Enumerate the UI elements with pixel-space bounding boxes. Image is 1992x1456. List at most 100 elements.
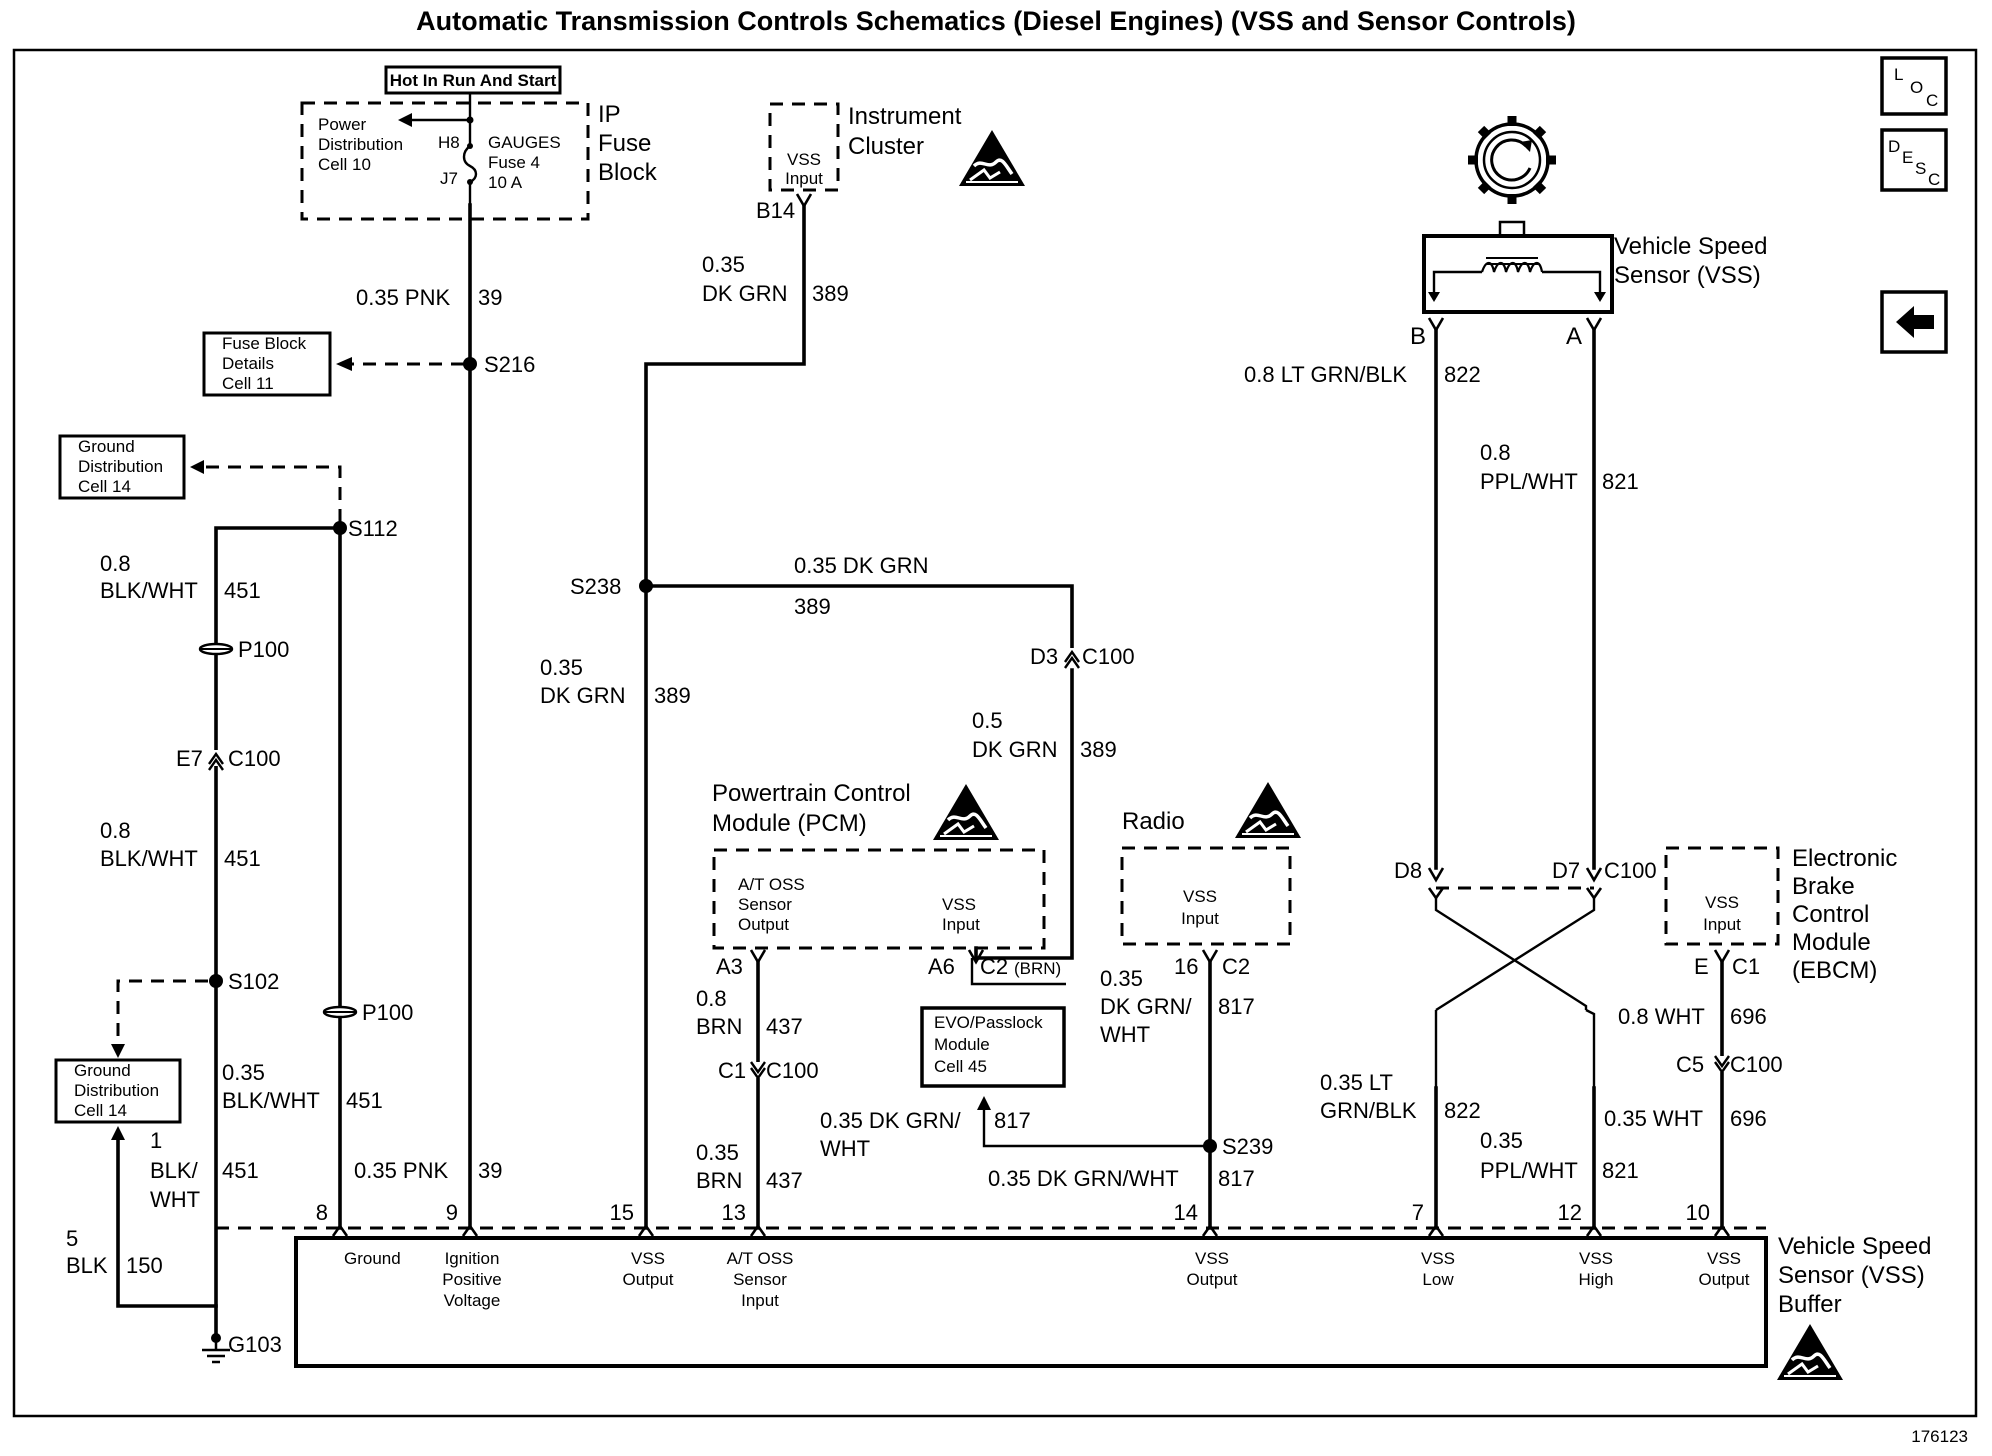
wire-ppl-top-size: 0.8 <box>1480 440 1511 465</box>
p100-top-connector <box>198 642 234 656</box>
pin-c5-label: C5 <box>1676 1052 1704 1077</box>
wire-blkwht-4-color1: BLK/ <box>150 1158 199 1183</box>
svg-text:Details: Details <box>222 354 274 373</box>
fuse-block-details-ref[interactable]: Fuse Block Details Cell 11 <box>202 331 332 397</box>
ebcm-input-label: Input <box>1703 915 1741 934</box>
wire-blk-150-color: BLK <box>66 1253 108 1278</box>
svg-text:Fuse Block: Fuse Block <box>222 334 307 353</box>
p100-top-label: P100 <box>238 637 289 662</box>
instrument-cluster-name-1: Instrument <box>848 103 962 130</box>
splice-s102 <box>209 974 223 988</box>
ebcm-name-2: Brake <box>1792 873 1855 900</box>
wire-dkgrnwht-buf-gauge: 0.35 DK GRN/WHT <box>988 1166 1179 1191</box>
cluster-input-label: Input <box>785 169 823 188</box>
arrow-icon <box>977 1096 991 1110</box>
connector-c1-icon <box>750 1061 766 1081</box>
ip-fuse-block-name-1: IP <box>598 101 621 128</box>
ground-distribution-bottom-ref[interactable]: Ground Distribution Cell 14 <box>54 1058 182 1124</box>
diagram-frame <box>12 48 1978 1418</box>
wire-pnk-top-circuit: 39 <box>478 285 502 310</box>
wire-blkwht-1-color: BLK/WHT <box>100 578 198 603</box>
pin-a3-label: A3 <box>716 954 743 979</box>
ip-fuse-block-outline <box>300 101 590 221</box>
pcm-name-2: Module (PCM) <box>712 810 867 837</box>
wire-brn-1-size: 0.8 <box>696 986 727 1011</box>
splice-s112-label: S112 <box>348 516 398 541</box>
desc-button[interactable]: D E S C <box>1880 128 1948 192</box>
pcm-vss-label-1: VSS <box>942 895 976 914</box>
wire-ppl-bottom-color: PPL/WHT <box>1480 1158 1578 1183</box>
vss-buffer-name-2: Sensor (VSS) <box>1778 1262 1925 1289</box>
wire-ltgrn-top-circuit: 822 <box>1444 362 1481 387</box>
pin-j7: J7 <box>440 169 458 188</box>
pin-b-label: B <box>1410 323 1426 350</box>
ground-distribution-top-ref[interactable]: Ground Distribution Cell 14 <box>58 434 186 500</box>
wire-dkgrn-horiz-circuit: 389 <box>794 594 831 619</box>
wire-wht-top-gauge: 0.8 WHT <box>1618 1004 1705 1029</box>
wire-wht-top-circuit: 696 <box>1730 1004 1767 1029</box>
wire-brn-2-color: BRN <box>696 1168 742 1193</box>
instrument-cluster-name-2: Cluster <box>848 133 924 160</box>
pin-d7-label: D7 <box>1552 858 1580 883</box>
vss-name-1: Vehicle Speed <box>1614 233 1767 260</box>
vss-buffer-body <box>294 1236 1768 1368</box>
buffer-pin-label: Ground <box>344 1249 401 1268</box>
buffer-pin-label: High <box>1579 1270 1614 1289</box>
evo-passlock-ref[interactable]: EVO/Passlock Module Cell 45 <box>920 1006 1066 1088</box>
vss-shaft <box>1498 220 1526 238</box>
buffer-pin-number: 10 <box>1686 1200 1710 1225</box>
buffer-pin-label: Ignition <box>445 1249 500 1268</box>
loc-button[interactable]: L O C <box>1880 56 1948 116</box>
arrow-icon <box>190 460 204 474</box>
buffer-pin-label: Low <box>1422 1270 1454 1289</box>
arrow-icon <box>111 1044 125 1058</box>
wire-wht-bottom-gauge: 0.35 WHT <box>1604 1106 1703 1131</box>
buffer-pin-number: 15 <box>610 1200 634 1225</box>
wire-pnk-bottom-gauge: 0.35 PNK <box>354 1158 448 1183</box>
wire-dkgrnwht-evo-circuit: 817 <box>994 1108 1031 1133</box>
cluster-vss-label: VSS <box>787 150 821 169</box>
buffer-pin-terminal <box>461 1223 479 1237</box>
pcm-vss-label-2: Input <box>942 915 980 934</box>
wire-dkgrn-s238-circuit: 389 <box>654 683 691 708</box>
instrument-cluster-outline <box>768 102 840 192</box>
connector-c2-pcm-tag: (BRN) <box>1014 959 1061 978</box>
radio-input-label: Input <box>1181 909 1219 928</box>
wire-dkgrnwht-radio-circuit: 817 <box>1218 994 1255 1019</box>
splice-s216-label: S216 <box>484 352 535 377</box>
pin-h8: H8 <box>438 133 460 152</box>
ip-fuse-block-name-2: Fuse <box>598 130 651 157</box>
buffer-pin-label: VSS <box>1707 1249 1741 1268</box>
svg-text:Cell 45: Cell 45 <box>934 1057 987 1076</box>
desc-letter-d: D <box>1888 137 1900 156</box>
wire-dkgrn-cluster-size: 0.35 <box>702 252 745 277</box>
splice-s238-label: S238 <box>570 574 621 599</box>
radio-vss-label: VSS <box>1183 887 1217 906</box>
back-button[interactable] <box>1880 290 1948 354</box>
esd-warning-icon <box>1775 1322 1845 1382</box>
pin-a-label: A <box>1566 323 1582 350</box>
connector-c100-d7-label: C100 <box>1604 858 1657 883</box>
buffer-pin-number: 8 <box>316 1200 328 1225</box>
wire-brn-1-color: BRN <box>696 1014 742 1039</box>
buffer-pin-label: Output <box>622 1270 673 1289</box>
wire-blk-150-circuit: 150 <box>126 1253 163 1278</box>
svg-text:Cell 14: Cell 14 <box>74 1101 127 1120</box>
fuse-rating: 10 A <box>488 173 523 192</box>
svg-text:Hot In Run And Start: Hot In Run And Start <box>390 71 557 90</box>
wire-blkwht-3-circuit: 451 <box>346 1088 383 1113</box>
pin-d8-label: D8 <box>1394 858 1422 883</box>
figure-number: 176123 <box>1911 1427 1968 1446</box>
connector-c5-icon <box>1714 1055 1730 1075</box>
wire-brn-2-size: 0.35 <box>696 1140 739 1165</box>
buffer-pin-terminal <box>637 1223 655 1237</box>
wire-ppl-bottom-size: 0.35 <box>1480 1128 1523 1153</box>
buffer-pin-number: 7 <box>1412 1200 1424 1225</box>
wire-dkgrnwht-buf-circuit: 817 <box>1218 1166 1255 1191</box>
ebcm-name-3: Control <box>1792 901 1869 928</box>
page-title: Automatic Transmission Controls Schemati… <box>416 6 1576 36</box>
pcm-oss-label-3: Output <box>738 915 789 934</box>
buffer-pin-terminal <box>749 1223 767 1237</box>
gear-rotation-icon <box>1468 116 1556 204</box>
wire-blkwht-2-color: BLK/WHT <box>100 846 198 871</box>
